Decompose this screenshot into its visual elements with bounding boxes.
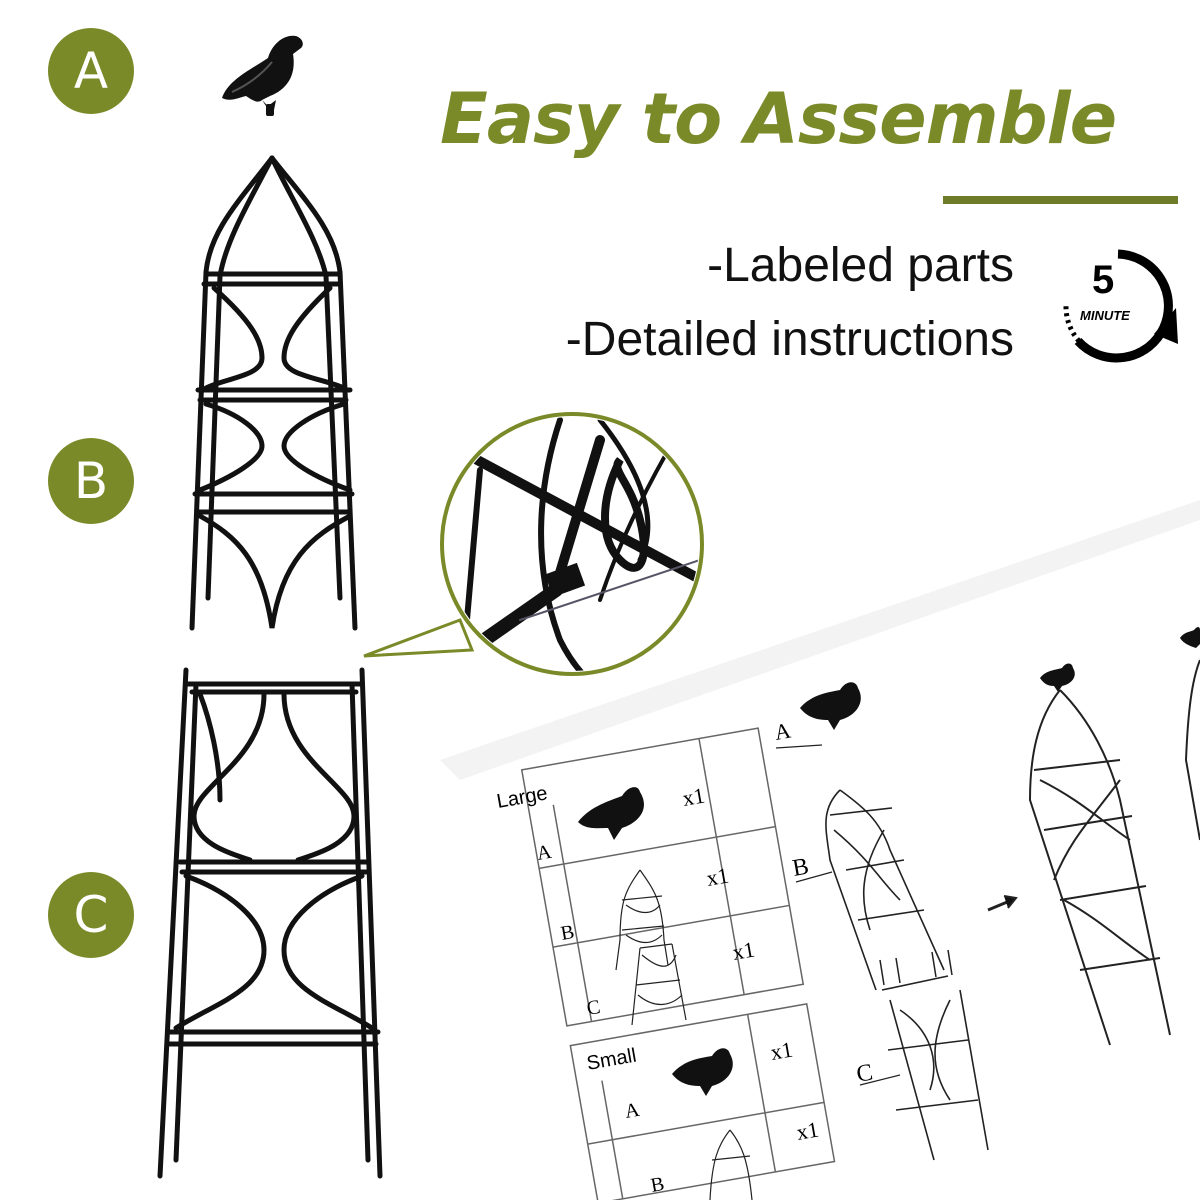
label-pointer-b bbox=[795, 871, 833, 883]
small-row-a-letter: A bbox=[623, 1099, 642, 1123]
headline-underline bbox=[943, 196, 1178, 204]
diagram-label-b: B bbox=[791, 854, 811, 882]
small-row-a-qty: x1 bbox=[769, 1036, 795, 1064]
large-row-b-qty: x1 bbox=[705, 862, 731, 890]
large-row-c-letter: C bbox=[585, 996, 602, 1020]
bird-icon bbox=[1040, 663, 1075, 692]
badge-a-label: A bbox=[73, 42, 109, 100]
assembly-diagram-right bbox=[1028, 659, 1200, 1046]
section-b-frame bbox=[189, 155, 358, 631]
bird-icon bbox=[1180, 627, 1200, 648]
badge-a: A bbox=[48, 28, 134, 114]
small-row-b-letter: B bbox=[649, 1173, 666, 1197]
parts-table-large bbox=[520, 727, 836, 1200]
mini-obelisk-b bbox=[615, 869, 669, 971]
large-row-a-letter: A bbox=[535, 841, 554, 865]
diagram-label-a: A bbox=[773, 718, 793, 745]
instruction-sheet bbox=[440, 500, 1200, 1200]
badge-b: B bbox=[48, 438, 134, 524]
feature-detailed-instructions: -Detailed instructions bbox=[565, 313, 1014, 366]
timer-word: MINUTE bbox=[1080, 308, 1130, 323]
badge-c-label: C bbox=[73, 886, 109, 944]
large-row-c-qty: x1 bbox=[731, 936, 757, 964]
bird-icon bbox=[578, 787, 644, 840]
label-pointer-a bbox=[775, 744, 823, 749]
assembly-diagram-left bbox=[825, 789, 989, 1161]
feature-labeled-parts: -Labeled parts bbox=[707, 239, 1014, 292]
timer-number: 5 bbox=[1092, 258, 1115, 302]
headline: Easy to Assemble bbox=[440, 78, 1117, 160]
large-row-b-letter: B bbox=[559, 921, 576, 945]
bird-finial-icon bbox=[222, 35, 303, 116]
badge-b-label: B bbox=[73, 452, 109, 510]
mini-obelisk-small-b bbox=[709, 1129, 753, 1200]
stopwatch-icon bbox=[1063, 249, 1178, 363]
down-arrows bbox=[879, 949, 953, 986]
small-row-b-qty: x1 bbox=[795, 1116, 821, 1144]
large-row-a-qty: x1 bbox=[681, 782, 707, 810]
badge-c: C bbox=[48, 872, 134, 958]
diagram-label-c: C bbox=[855, 1060, 875, 1088]
mini-obelisk-c bbox=[631, 943, 687, 1026]
label-pointer-c bbox=[859, 1074, 901, 1086]
zip-tie-detail-callout bbox=[363, 412, 704, 676]
bird-icon bbox=[800, 682, 861, 730]
bird-icon bbox=[672, 1048, 733, 1096]
section-c-frame bbox=[157, 667, 383, 1179]
